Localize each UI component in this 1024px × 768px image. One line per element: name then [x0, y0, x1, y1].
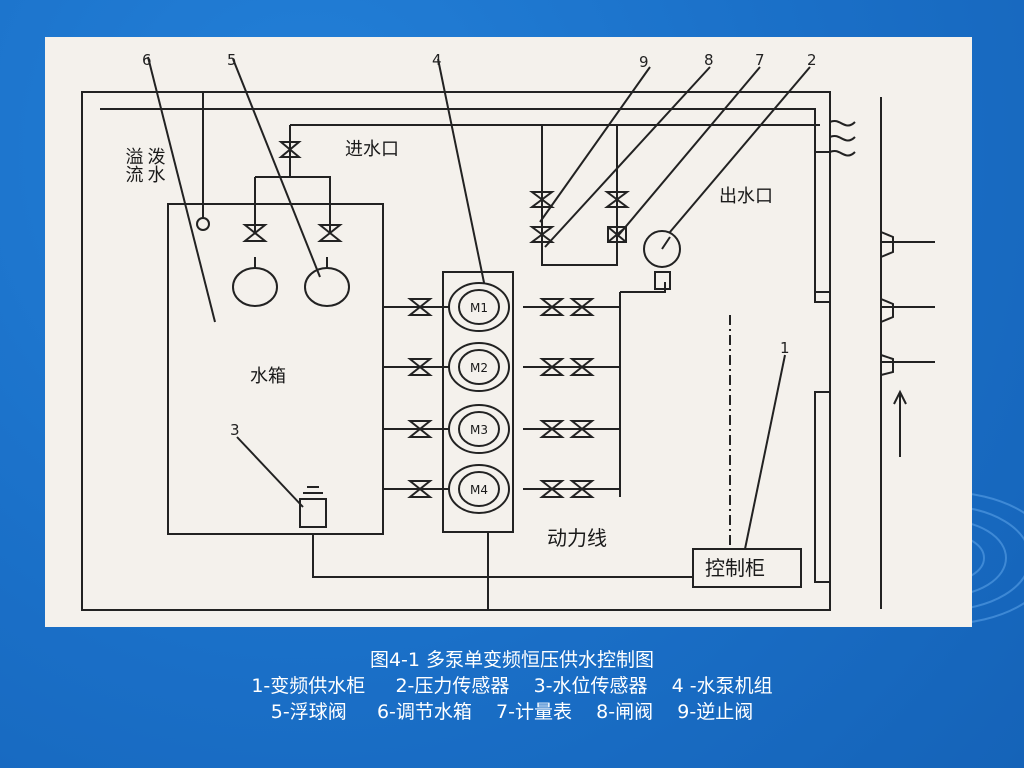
callout-7: 7: [755, 51, 765, 69]
callout-5: 5: [227, 51, 237, 69]
float-valve-left: [242, 224, 268, 242]
control-cabinet-label: 控制柜: [705, 556, 765, 580]
meter-column: [814, 151, 831, 303]
pressure-gauge: [643, 230, 681, 268]
pump-outlet-valves: [539, 298, 595, 498]
pump-m2: [448, 342, 510, 392]
callout-3: 3: [230, 421, 240, 439]
callout-4: 4: [432, 51, 442, 69]
pump-label-m2: M2: [470, 361, 488, 375]
pump-m3: [448, 404, 510, 454]
gate-valve-top: [604, 191, 630, 208]
pump-m4: [448, 464, 510, 514]
gate-valve-right: [607, 226, 627, 243]
caption-legend-line-2: 5-浮球阀 6-调节水箱 7-计量表 8-闸阀 9-逆止阀: [270, 701, 754, 723]
float-ball-right: [304, 267, 350, 307]
check-valve: [529, 191, 555, 208]
gauge-column: [814, 391, 831, 583]
pump-housing: [442, 271, 514, 533]
drain-label: 泼水: [145, 147, 166, 183]
float-ball-left: [232, 267, 278, 307]
callout-8: 8: [704, 51, 714, 69]
level-sensor-box: [299, 498, 327, 528]
tank-label: 水箱: [250, 366, 286, 387]
callout-2: 2: [807, 51, 817, 69]
diagram-panel: M1 M2 M3 M4 6 5 4 9 8 7 2 1 3 溢流 泼水 进水口 …: [45, 37, 972, 627]
control-cabinet-box: [692, 548, 802, 588]
inlet-label: 进水口: [345, 139, 399, 160]
pump-label-m1: M1: [470, 301, 488, 315]
overflow-label: 溢流: [123, 147, 144, 183]
figure-caption: 图4-1 多泵单变频恒压供水控制图 1-变频供水柜 2-压力传感器 3-水位传感…: [0, 647, 1024, 725]
callout-6: 6: [142, 51, 152, 69]
pump-inlet-valves: [407, 298, 433, 498]
caption-title: 图4-1 多泵单变频恒压供水控制图: [369, 649, 655, 671]
power-line-label: 动力线: [547, 526, 607, 550]
callout-9: 9: [639, 53, 649, 71]
water-tank: [167, 203, 384, 535]
callout-1: 1: [780, 339, 790, 357]
pump-label-m4: M4: [470, 483, 488, 497]
inlet-valve: [278, 141, 302, 158]
outlet-label: 出水口: [719, 186, 773, 207]
gate-valve-left: [529, 226, 555, 243]
water-supply-diagram: M1 M2 M3 M4 6 5 4 9 8 7 2 1 3 溢流 泼水 进水口 …: [81, 51, 935, 611]
float-valve-right: [317, 224, 343, 242]
pump-label-m3: M3: [470, 423, 488, 437]
outer-frame: [81, 91, 831, 611]
caption-legend-line-1: 1-变频供水柜 2-压力传感器 3-水位传感器 4 -水泵机组: [251, 675, 773, 697]
pump-m1: [448, 282, 510, 332]
overflow-pipe-end: [196, 217, 210, 231]
